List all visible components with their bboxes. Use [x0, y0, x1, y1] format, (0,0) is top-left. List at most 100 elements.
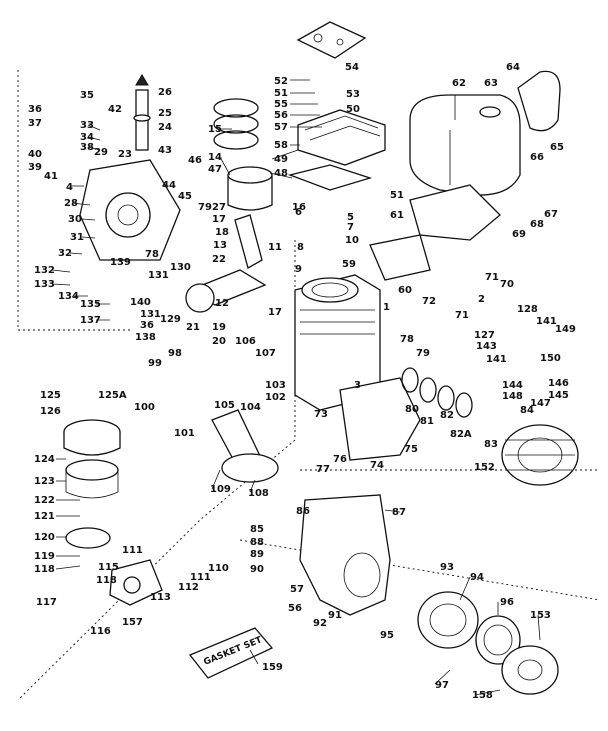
callout-34: 34	[80, 132, 94, 143]
callout-71: 71	[485, 272, 499, 283]
callout-141: 141	[536, 316, 557, 327]
callout-116: 116	[90, 626, 111, 637]
callout-152: 152	[474, 462, 495, 473]
callout-72: 72	[422, 296, 436, 307]
callout-110: 110	[208, 563, 229, 574]
callout-57b: 57	[290, 584, 304, 595]
callout-120: 120	[34, 532, 55, 543]
callout-53: 53	[346, 89, 360, 100]
callout-158: 158	[472, 690, 493, 701]
callout-69: 69	[512, 229, 526, 240]
callout-87: 87	[392, 507, 406, 518]
callout-133: 133	[34, 279, 55, 290]
callout-29: 29	[94, 147, 108, 158]
piston	[227, 166, 273, 211]
callout-56b: 56	[288, 603, 302, 614]
carburetor	[109, 559, 163, 606]
cylinder-head-cover-plate	[296, 21, 367, 59]
callout-4: 4	[66, 182, 73, 193]
callout-25: 25	[158, 108, 172, 119]
callout-30: 30	[68, 214, 82, 225]
crankcase-cover	[79, 159, 181, 261]
callout-92: 92	[313, 618, 327, 629]
callout-36b: 36	[140, 320, 154, 331]
callout-157: 157	[122, 617, 143, 628]
callout-46: 46	[188, 155, 202, 166]
callout-118: 118	[34, 564, 55, 575]
callout-13: 13	[213, 240, 227, 251]
callout-145: 145	[548, 390, 569, 401]
callout-68: 68	[530, 219, 544, 230]
callout-19: 19	[212, 322, 226, 333]
callout-113: 113	[150, 592, 171, 603]
callout-21: 21	[186, 322, 200, 333]
callout-22: 22	[212, 254, 226, 265]
callout-125: 125	[40, 390, 61, 401]
callout-81: 81	[420, 416, 434, 427]
callout-50: 50	[346, 104, 360, 115]
callout-111: 111	[122, 545, 143, 556]
callout-6: 6	[295, 207, 302, 218]
callout-119: 119	[34, 551, 55, 562]
callout-93: 93	[440, 562, 454, 573]
callout-134: 134	[58, 291, 79, 302]
callout-132: 132	[34, 265, 55, 276]
callout-126: 126	[40, 406, 61, 417]
cylinder-block	[294, 274, 381, 411]
callout-60: 60	[398, 285, 412, 296]
callout-146: 146	[548, 378, 569, 389]
callout-74: 74	[370, 460, 384, 471]
callout-111b: 111	[190, 572, 211, 583]
callout-77: 77	[316, 464, 330, 475]
callout-54: 54	[345, 62, 359, 73]
callout-107: 107	[255, 348, 276, 359]
callout-75: 75	[404, 444, 418, 455]
callout-10: 10	[345, 235, 359, 246]
callout-59: 59	[342, 259, 356, 270]
callout-99: 99	[148, 358, 162, 369]
callout-38: 38	[80, 142, 94, 153]
callout-106: 106	[235, 336, 256, 347]
callout-139: 139	[110, 257, 131, 268]
callout-56: 56	[274, 110, 288, 121]
callout-96: 96	[500, 597, 514, 608]
callout-76: 76	[333, 454, 347, 465]
callout-3: 3	[354, 380, 361, 391]
callout-51b: 51	[390, 190, 404, 201]
connecting-rod	[234, 214, 263, 269]
callout-122: 122	[34, 495, 55, 506]
callout-17: 17	[212, 214, 226, 225]
callout-115: 115	[98, 562, 119, 573]
callout-140: 140	[130, 297, 151, 308]
callout-52: 52	[274, 76, 288, 87]
callout-102: 102	[265, 392, 286, 403]
callout-128: 128	[517, 304, 538, 315]
callout-112: 112	[178, 582, 199, 593]
fuel-tank	[409, 94, 521, 196]
callout-131b: 131	[140, 309, 161, 320]
callout-98: 98	[168, 348, 182, 359]
callout-14: 14	[208, 152, 222, 163]
callout-94: 94	[470, 572, 484, 583]
callout-15: 15	[208, 124, 222, 135]
callout-153: 153	[530, 610, 551, 621]
crankshaft	[185, 269, 267, 313]
callout-105: 105	[214, 400, 235, 411]
callout-37: 37	[28, 118, 42, 129]
callout-82a: 82A	[450, 429, 472, 440]
starter-cup	[501, 645, 559, 695]
callout-73: 73	[314, 409, 328, 420]
head-gasket	[287, 164, 373, 191]
callout-71b: 71	[455, 310, 469, 321]
callout-47: 47	[208, 164, 222, 175]
gasket-set-box: GASKET SET	[188, 627, 274, 679]
callout-78b: 78	[145, 249, 159, 260]
callout-84: 84	[520, 405, 534, 416]
callout-26: 26	[158, 87, 172, 98]
callout-144: 144	[502, 380, 523, 391]
callout-86: 86	[296, 506, 310, 517]
callout-91: 91	[328, 610, 342, 621]
callout-70: 70	[500, 279, 514, 290]
callout-67: 67	[544, 209, 558, 220]
